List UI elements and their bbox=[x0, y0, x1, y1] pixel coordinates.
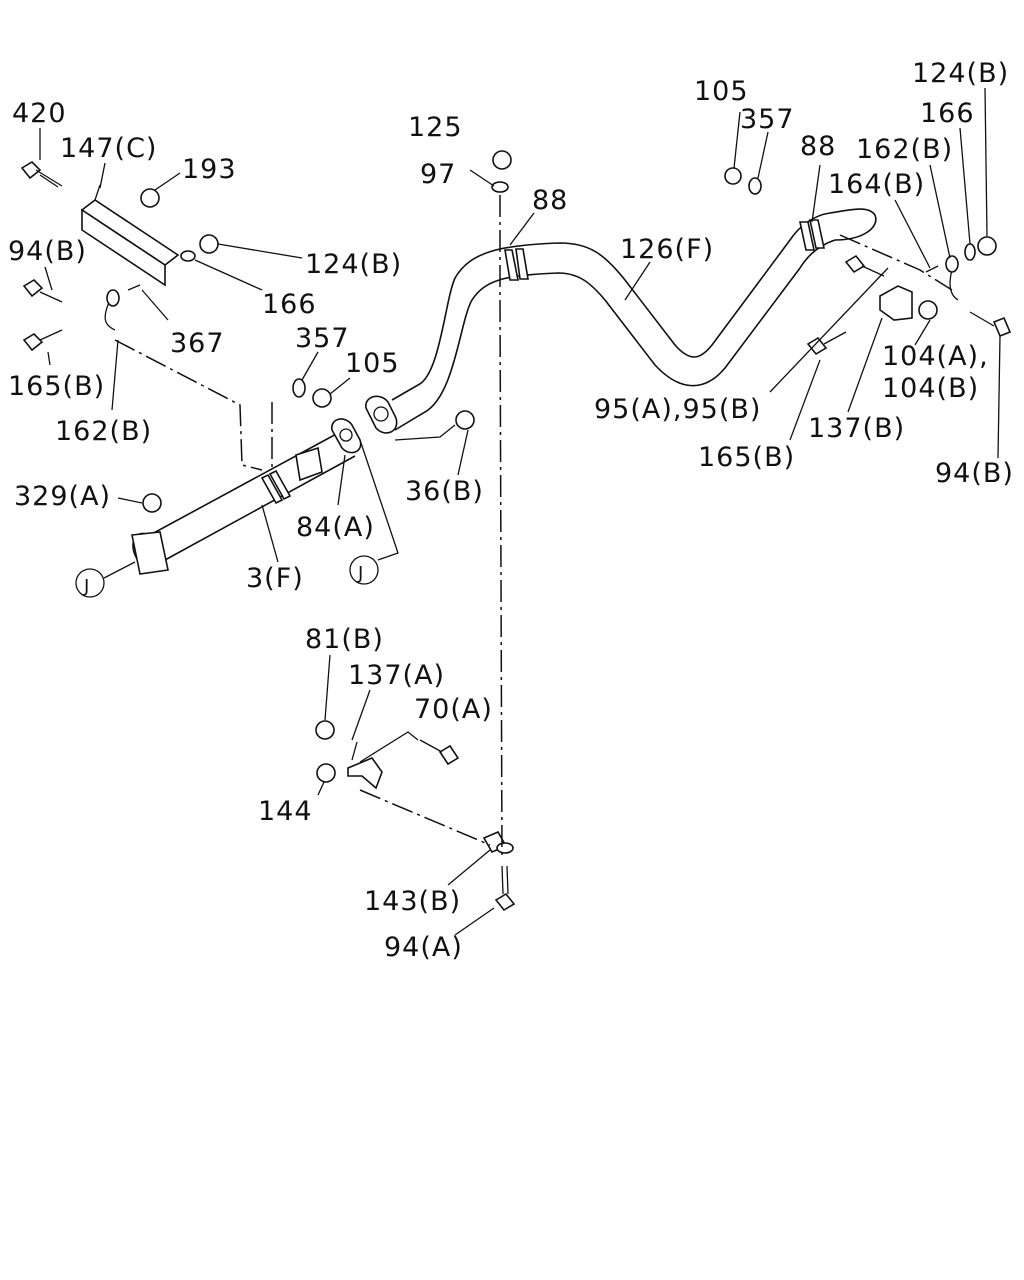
rubber-hanger-162b-right bbox=[945, 255, 959, 301]
label-357-right: 357 bbox=[740, 104, 795, 135]
nut-36b bbox=[455, 410, 475, 430]
ref-j-right-text: J bbox=[357, 563, 364, 584]
nut-104 bbox=[918, 300, 938, 320]
label-105-mid: 105 bbox=[345, 348, 400, 379]
pin-164b bbox=[925, 265, 939, 273]
washer-97 bbox=[491, 181, 509, 193]
label-329a: 329(A) bbox=[14, 481, 111, 512]
label-95: 95(A),95(B) bbox=[594, 394, 761, 425]
label-97: 97 bbox=[420, 159, 456, 190]
label-420: 420 bbox=[12, 98, 67, 129]
label-193: 193 bbox=[182, 154, 237, 185]
bracket-147c bbox=[80, 184, 180, 287]
nut-125 bbox=[492, 150, 512, 170]
nut-144 bbox=[316, 763, 336, 783]
rubber-hanger-162b-left bbox=[104, 289, 120, 331]
nut-124b-left bbox=[199, 234, 219, 254]
label-166-right: 166 bbox=[920, 98, 975, 129]
front-pipe-3f bbox=[131, 431, 356, 575]
bolt-420 bbox=[20, 160, 63, 188]
label-36b: 36(B) bbox=[405, 476, 484, 507]
bolt-165b-left bbox=[22, 329, 63, 352]
nut-193 bbox=[140, 188, 160, 208]
leader-lines bbox=[39, 87, 1001, 936]
nut-81b bbox=[315, 720, 335, 740]
label-94b-left: 94(B) bbox=[8, 236, 87, 267]
bolt-165b-right bbox=[806, 331, 847, 356]
bracket-137b bbox=[879, 285, 913, 321]
rubber-hanger-143b bbox=[482, 830, 514, 854]
flange-126f bbox=[365, 395, 398, 434]
label-105-right: 105 bbox=[694, 76, 749, 107]
nut-329a bbox=[142, 493, 162, 513]
ref-j-left-text: J bbox=[83, 576, 90, 597]
washer-357-right bbox=[748, 177, 762, 195]
label-137b: 137(B) bbox=[808, 413, 905, 444]
label-125: 125 bbox=[408, 112, 463, 143]
label-164b: 164(B) bbox=[828, 169, 925, 200]
washer-166-left bbox=[180, 250, 196, 262]
label-124b-right: 124(B) bbox=[912, 58, 1009, 89]
gasket-84a bbox=[331, 418, 362, 454]
label-94b-right: 94(B) bbox=[935, 458, 1014, 489]
label-166-left: 166 bbox=[262, 289, 317, 320]
label-143b: 143(B) bbox=[364, 886, 461, 917]
label-88-mid: 88 bbox=[532, 185, 568, 216]
label-137a: 137(A) bbox=[348, 660, 445, 691]
label-165b-left: 165(B) bbox=[8, 371, 105, 402]
label-162b-right: 162(B) bbox=[856, 134, 953, 165]
bracket-137a bbox=[347, 741, 383, 790]
fasteners bbox=[20, 150, 1012, 912]
nut-105-right bbox=[724, 167, 742, 185]
ref-mark-j-left: J bbox=[75, 561, 136, 598]
label-84a: 84(A) bbox=[296, 512, 375, 543]
label-88-right: 88 bbox=[800, 131, 836, 162]
label-147c: 147(C) bbox=[60, 133, 157, 164]
label-124b-left: 124(B) bbox=[305, 249, 402, 280]
label-357-mid: 357 bbox=[295, 323, 350, 354]
nut-105-mid bbox=[312, 388, 332, 408]
label-126f: 126(F) bbox=[620, 234, 714, 265]
label-144: 144 bbox=[258, 796, 313, 827]
bolt-70a bbox=[419, 739, 460, 766]
label-162b-left: 162(B) bbox=[55, 416, 152, 447]
ref-mark-j-right: J bbox=[349, 555, 379, 585]
bolt-94a bbox=[494, 865, 516, 912]
label-81b: 81(B) bbox=[305, 624, 384, 655]
nut-124b-right bbox=[977, 236, 997, 256]
washer-357-mid bbox=[292, 378, 306, 398]
label-367: 367 bbox=[170, 328, 225, 359]
washer-166-right bbox=[964, 243, 976, 261]
label-104a: 104(A), bbox=[882, 341, 989, 372]
bolt-95 bbox=[844, 254, 885, 277]
label-3f: 3(F) bbox=[246, 563, 304, 594]
tail-pipe-126f bbox=[391, 208, 877, 431]
label-70a: 70(A) bbox=[414, 694, 493, 725]
bolt-94b-right bbox=[969, 311, 1012, 338]
label-94a: 94(A) bbox=[384, 932, 463, 963]
label-165b-right: 165(B) bbox=[698, 442, 795, 473]
part-labels: 420 147(C) 193 94(B) 124(B) 166 367 165(… bbox=[8, 58, 1014, 963]
pin-367 bbox=[127, 284, 141, 291]
bolt-94b-left bbox=[22, 278, 63, 303]
center-lines bbox=[114, 195, 953, 861]
label-104b: 104(B) bbox=[882, 373, 979, 404]
